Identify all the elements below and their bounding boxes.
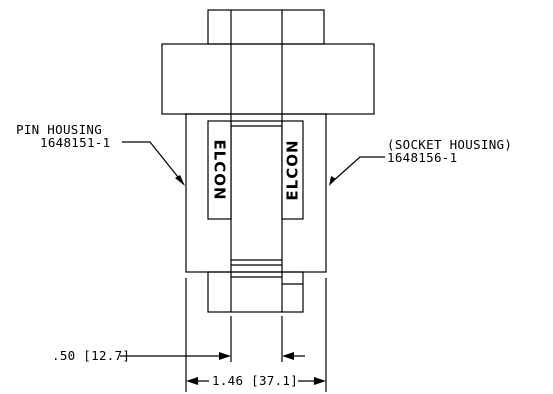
bottom-tab — [207, 271, 304, 313]
dim-overall-arrow-left — [186, 377, 198, 385]
dim-small-arrow-left — [219, 352, 231, 360]
dimension-small-text: .50 [12.7] — [52, 348, 131, 363]
main-body — [185, 113, 327, 273]
top-tab — [207, 9, 325, 45]
pin-housing-leader — [122, 141, 183, 183]
elcon-logo-left-text: ELCON — [211, 139, 229, 200]
dim-overall-arrow-right — [314, 377, 326, 385]
elcon-logo-right: ELCON — [281, 120, 304, 220]
pin-housing-leader-arrow — [175, 175, 185, 186]
pin-housing-part-number: 1648151-1 — [40, 135, 111, 150]
socket-housing-part-number: 1648156-1 — [387, 150, 458, 165]
socket-housing-leader — [331, 156, 385, 183]
upper-flange — [161, 43, 375, 115]
dim-small-arrow-right — [282, 352, 294, 360]
elcon-logo-left: ELCON — [207, 120, 232, 220]
elcon-logo-right-text: ELCON — [284, 139, 302, 200]
socket-housing-label: (SOCKET HOUSING) — [387, 137, 513, 152]
socket-housing-leader-arrow — [329, 176, 336, 186]
dimension-overall-text: 1.46 [37.1] — [212, 373, 299, 388]
pin-housing-label: PIN HOUSING — [16, 122, 103, 137]
